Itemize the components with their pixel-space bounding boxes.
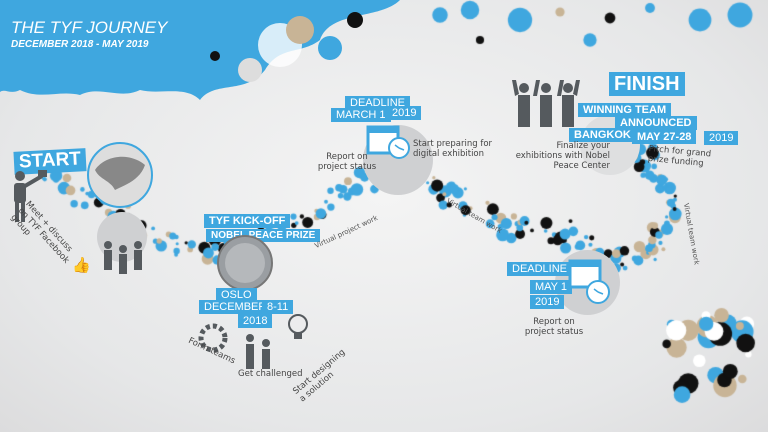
deadline1-note-report: Report on project status — [317, 152, 377, 172]
finish-city: BANGKOK — [569, 128, 636, 143]
person-flag-icon — [14, 170, 47, 222]
kickoff-city: OSLO — [216, 288, 257, 303]
globe-icon — [87, 142, 153, 208]
thumbs-up-icon: 👍 — [72, 256, 91, 274]
kickoff-month: DECEMBER — [199, 300, 272, 315]
page-subtitle: DECEMBER 2018 - MAY 2019 — [11, 39, 149, 50]
page-title: THE TYF JOURNEY — [11, 18, 168, 37]
deadline1-note-exhibition: Start preparing for digital exhibition — [413, 139, 493, 159]
header-cloud — [0, 0, 400, 100]
finish-dates: MAY 27-28 — [632, 130, 697, 145]
finish-announced: ANNOUNCED — [615, 116, 697, 131]
deadline1-date: MARCH 1 — [331, 108, 391, 123]
teams-circle-icon — [198, 323, 228, 353]
finish-winning-team: WINNING TEAM — [578, 103, 672, 118]
kickoff-title: TYF KICK-OFF — [204, 214, 291, 229]
deadline2-note: Report on project status — [524, 317, 584, 337]
deadline2-date: MAY 1 — [530, 280, 572, 295]
deadline2-year: 2019 — [530, 295, 565, 310]
group-discussion-icon — [104, 241, 142, 274]
finish-note-exhibitions: Finalize your exhibitions with Nobel Pea… — [515, 141, 610, 171]
calendar-clock-icon-2 — [568, 259, 610, 304]
nobel-medal-icon — [217, 235, 273, 291]
lightbulb-icon — [288, 314, 308, 339]
finish-year: 2019 — [704, 131, 739, 146]
kickoff-days: 8-11 — [262, 300, 294, 315]
celebrating-people-icon — [246, 334, 270, 369]
deadline1-year: 2019 — [387, 106, 422, 121]
deadline2-title: DEADLINE — [507, 262, 573, 277]
winning-team-icon — [512, 80, 580, 127]
calendar-clock-icon — [366, 125, 410, 159]
activity-get-challenged: Get challenged — [238, 369, 303, 379]
kickoff-year: 2018 — [238, 314, 273, 329]
finish-label: FINISH — [609, 72, 685, 96]
